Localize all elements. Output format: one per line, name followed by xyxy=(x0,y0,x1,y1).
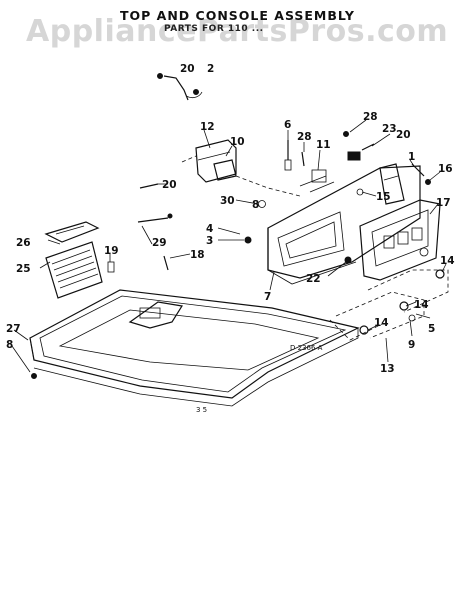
callout-12: 12 xyxy=(200,121,215,133)
callout-25: 25 xyxy=(16,263,31,275)
callout-2: 2 xyxy=(207,63,214,75)
callout-19: 19 xyxy=(104,245,119,257)
callout-5: 5 xyxy=(428,323,435,335)
console-body xyxy=(267,163,441,285)
diagram-code: D 2366 A xyxy=(290,344,323,352)
callout-14c: 14 xyxy=(374,317,389,329)
diagram-title: TOP AND CONSOLE ASSEMBLY xyxy=(120,8,355,23)
callout-labels: 20 2 12 10 6 28 11 28 23 20 1 16 20 30 8… xyxy=(6,63,455,375)
callout-7: 7 xyxy=(264,291,271,303)
timer-module xyxy=(181,139,301,197)
lint-filter xyxy=(44,221,103,299)
callout-29: 29 xyxy=(152,237,167,249)
diagram-subtitle: PARTS FOR 110 ... xyxy=(164,24,264,34)
callout-20b: 20 xyxy=(396,129,411,141)
callout-26: 26 xyxy=(16,237,31,249)
callout-13: 13 xyxy=(380,363,395,375)
callout-3: 3 xyxy=(206,235,213,247)
callout-20c: 20 xyxy=(162,179,177,191)
knob-groups xyxy=(329,269,449,341)
callout-17: 17 xyxy=(436,197,451,209)
callout-27: 27 xyxy=(6,323,21,335)
callout-15: 15 xyxy=(376,191,391,203)
callout-8b: 8 xyxy=(6,339,13,351)
callout-14b: 14 xyxy=(414,299,429,311)
callout-14a: 14 xyxy=(440,255,455,267)
watermark: AppliancePartsPros.com xyxy=(26,14,449,49)
callout-28: 28 xyxy=(297,131,312,143)
leader-lines xyxy=(11,119,447,373)
callout-23: 23 xyxy=(382,123,397,135)
callout-11: 11 xyxy=(316,139,331,151)
callout-30: 30 xyxy=(220,195,235,207)
callout-8: 8 xyxy=(252,199,259,211)
callout-22: 22 xyxy=(306,273,321,285)
callout-10: 10 xyxy=(230,136,245,148)
callout-18: 18 xyxy=(190,249,205,261)
callout-20: 20 xyxy=(180,63,195,75)
callout-28b: 28 xyxy=(363,111,378,123)
callout-9: 9 xyxy=(408,339,415,351)
center-mark: 3 5 xyxy=(196,406,207,414)
callout-4: 4 xyxy=(206,223,213,235)
callout-16: 16 xyxy=(438,163,453,175)
callout-1: 1 xyxy=(408,151,415,163)
callout-6: 6 xyxy=(284,119,291,131)
